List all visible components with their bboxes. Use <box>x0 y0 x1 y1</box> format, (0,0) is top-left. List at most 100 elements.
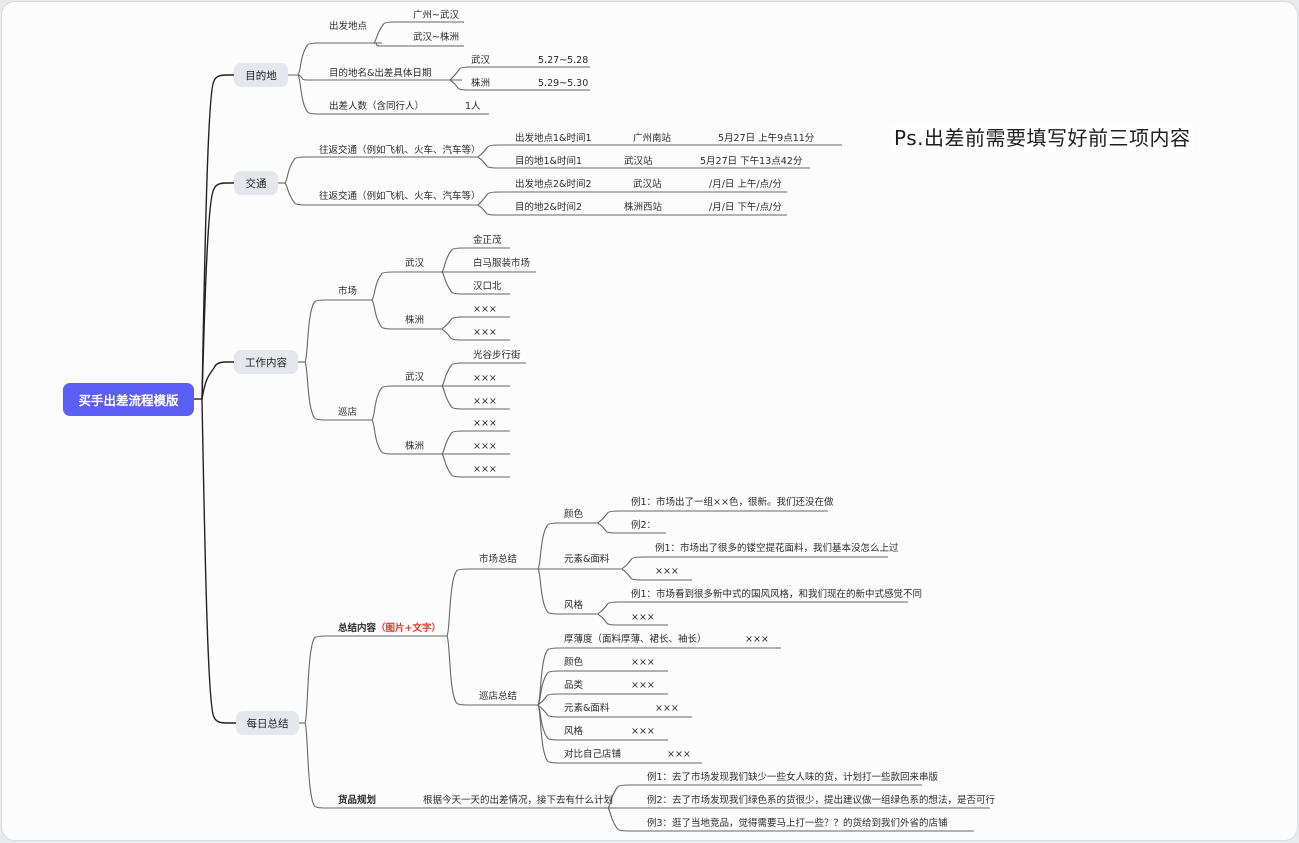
node-leaf[interactable]: 例3：逛了当地竞品，觉得需要马上打一些？？的货给到我们外省的店铺 <box>647 818 948 829</box>
connector-line <box>441 328 510 341</box>
connector-line <box>597 613 668 626</box>
node-leg-row[interactable]: 出发地点1&时间1 <box>515 133 592 144</box>
node-dest-dates[interactable]: 目的地名&出差具体日期 <box>329 68 432 79</box>
node-leaf[interactable]: ××× <box>655 566 679 577</box>
node-stores-wuhan[interactable]: 武汉 <box>405 372 425 383</box>
connector-line <box>537 704 702 764</box>
node-ss-value: ××× <box>631 726 655 737</box>
node-planning-desc[interactable]: 根据今天一天的出差情况，接下去有什么计划 <box>423 795 614 806</box>
node-leaf[interactable]: 白马服装市场 <box>473 258 531 269</box>
connector-line <box>371 271 442 301</box>
node-work[interactable]: 工作内容 <box>234 350 298 374</box>
node-ss-row[interactable]: 品类 <box>564 680 584 691</box>
connector-line <box>449 66 590 81</box>
node-leg-time: /月/日 上午/点/分 <box>709 179 782 190</box>
connector-line <box>446 635 538 706</box>
connector-line <box>537 670 668 706</box>
node-market-summary[interactable]: 市场总结 <box>479 554 518 565</box>
node-people[interactable]: 出差人数（含同行人） <box>329 101 425 112</box>
node-leaf[interactable]: 光谷步行街 <box>473 350 521 361</box>
node-ss-value: ××× <box>667 749 691 760</box>
node-leaf[interactable]: ××× <box>473 464 497 475</box>
node-ss-value: ××× <box>631 680 655 691</box>
node-leaf[interactable]: 例1：市场看到很多新中式的国风风格，和我们现在的新中式感觉不同 <box>631 589 923 600</box>
node-leg-station: 武汉站 <box>633 179 662 190</box>
node-leaf[interactable]: ××× <box>473 373 497 384</box>
node-leg-station: 株洲西站 <box>624 202 663 213</box>
node-ss-row[interactable]: 对比自己店铺 <box>564 749 622 760</box>
connector-line <box>441 453 510 478</box>
node-ms-style[interactable]: 风格 <box>564 600 584 611</box>
connector-line <box>297 74 462 81</box>
connector-line <box>297 74 489 115</box>
connector-line <box>537 568 598 615</box>
node-dest-date: 5.27~5.28 <box>538 55 589 66</box>
node-leaf[interactable]: 例1：市场出了一组××色，很新。我们还没在做 <box>631 497 834 508</box>
connector-line <box>297 42 382 76</box>
connector-line <box>441 385 510 410</box>
node-ms-color[interactable]: 颜色 <box>564 509 584 520</box>
connector-line <box>441 316 510 330</box>
node-leaf[interactable]: 金正茂 <box>473 235 502 246</box>
node-transport-leg[interactable]: 往返交通（例如飞机、火车、汽车等） <box>319 191 481 202</box>
node-ms-material[interactable]: 元素&面料 <box>564 554 610 565</box>
node-leaf[interactable]: 例2：去了市场发现我们绿色系的货很少，提出建议做一组绿色系的想法，是否可行 <box>647 795 996 806</box>
connector-line <box>371 419 442 455</box>
node-leg-row[interactable]: 目的地1&时间1 <box>515 156 582 167</box>
connector-line <box>537 647 781 706</box>
node-departure[interactable]: 出发地点 <box>329 21 368 32</box>
node-dest-place[interactable]: 株洲 <box>471 78 491 89</box>
node-transport[interactable]: 交通 <box>234 171 278 195</box>
root-branch <box>201 74 234 400</box>
node-store-summary[interactable]: 巡店总结 <box>479 691 518 702</box>
connector-line <box>537 704 692 718</box>
node-leaf[interactable]: ××× <box>473 327 497 338</box>
node-leaf[interactable]: ××× <box>631 612 655 623</box>
connector-line <box>597 522 666 534</box>
node-summary[interactable]: 总结内容（图片+文字） <box>338 623 441 635</box>
node-market[interactable]: 市场 <box>338 286 358 297</box>
node-ss-row[interactable]: 风格 <box>564 726 584 737</box>
connector-line <box>304 299 372 363</box>
node-leg-station: 武汉站 <box>624 156 653 167</box>
root-branch <box>201 361 234 400</box>
node-leg-row[interactable]: 目的地2&时间2 <box>515 202 582 213</box>
node-leaf[interactable]: ××× <box>473 396 497 407</box>
node-leg-row[interactable]: 出发地点2&时间2 <box>515 179 592 190</box>
node-market-zhuzhou[interactable]: 株洲 <box>405 315 425 326</box>
node-ss-row[interactable]: 厚薄度（面料厚薄、裙长、袖长） <box>564 634 707 645</box>
connector-line <box>284 156 478 184</box>
node-ss-value: ××× <box>745 634 769 645</box>
node-departure-item[interactable]: 武汉~株洲 <box>413 32 459 43</box>
node-transport-leg[interactable]: 往返交通（例如飞机、火车、汽车等） <box>319 145 481 156</box>
connector-line <box>304 635 447 724</box>
node-departure-item[interactable]: 广州~武汉 <box>413 10 459 21</box>
note-text: Ps.出差前需要填写好前三项内容 <box>892 124 1193 152</box>
node-ss-row[interactable]: 元素&面料 <box>564 703 610 714</box>
connector-line <box>607 784 922 809</box>
connector-line <box>537 522 598 570</box>
node-daily[interactable]: 每日总结 <box>236 711 299 735</box>
connector-line <box>441 430 510 455</box>
node-leaf[interactable]: ××× <box>473 304 497 315</box>
connector-line <box>537 693 668 706</box>
node-dest-place[interactable]: 武汉 <box>471 55 491 66</box>
node-ss-row[interactable]: 颜色 <box>564 657 584 668</box>
node-stores-zhuzhou[interactable]: 株洲 <box>405 441 425 452</box>
node-leaf[interactable]: 例1：市场出了很多的镂空提花面料，我们基本没怎么上过 <box>655 543 899 554</box>
node-destination[interactable]: 目的地 <box>234 63 288 87</box>
node-market-wuhan[interactable]: 武汉 <box>405 258 425 269</box>
node-leaf[interactable]: 汉口北 <box>473 281 502 292</box>
node-stores[interactable]: 巡店 <box>338 407 358 418</box>
root-node[interactable]: 买手出差流程模版 <box>63 383 194 416</box>
node-leaf[interactable]: ××× <box>473 441 497 452</box>
node-leaf[interactable]: 例1：去了市场发现我们缺少一些女人味的货，计划打一些款回来串版 <box>647 772 939 783</box>
connector-line <box>449 79 590 91</box>
node-leaf[interactable]: 例2： <box>631 520 657 531</box>
node-planning[interactable]: 货品规划 <box>338 795 377 806</box>
node-leaf[interactable]: ××× <box>473 418 497 429</box>
connector-line <box>621 556 888 570</box>
connector-line <box>477 144 842 158</box>
